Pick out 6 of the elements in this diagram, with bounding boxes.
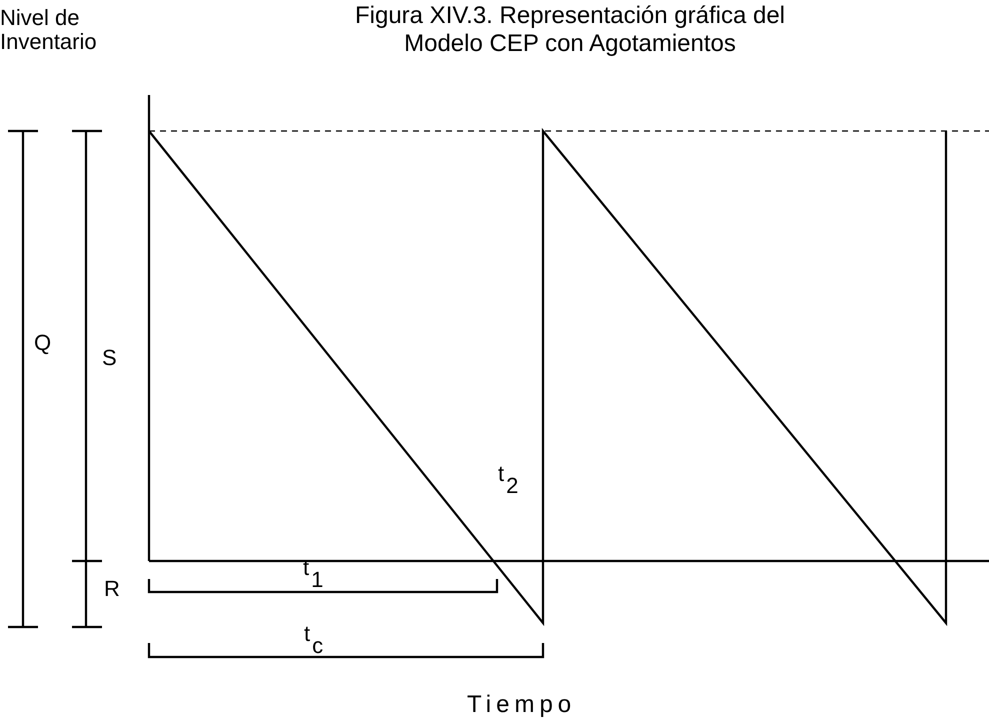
dimension-label: S xyxy=(102,346,117,370)
dimension-label: Q xyxy=(34,331,52,356)
axis-title: Nivel de Inventario xyxy=(0,6,98,54)
axis-title: Tiempo xyxy=(467,692,576,718)
dimension-label: R xyxy=(104,577,120,602)
figure-title: Figura XIV.3. Representación gráfica del Modelo CEP con Agotamientos xyxy=(354,2,786,58)
